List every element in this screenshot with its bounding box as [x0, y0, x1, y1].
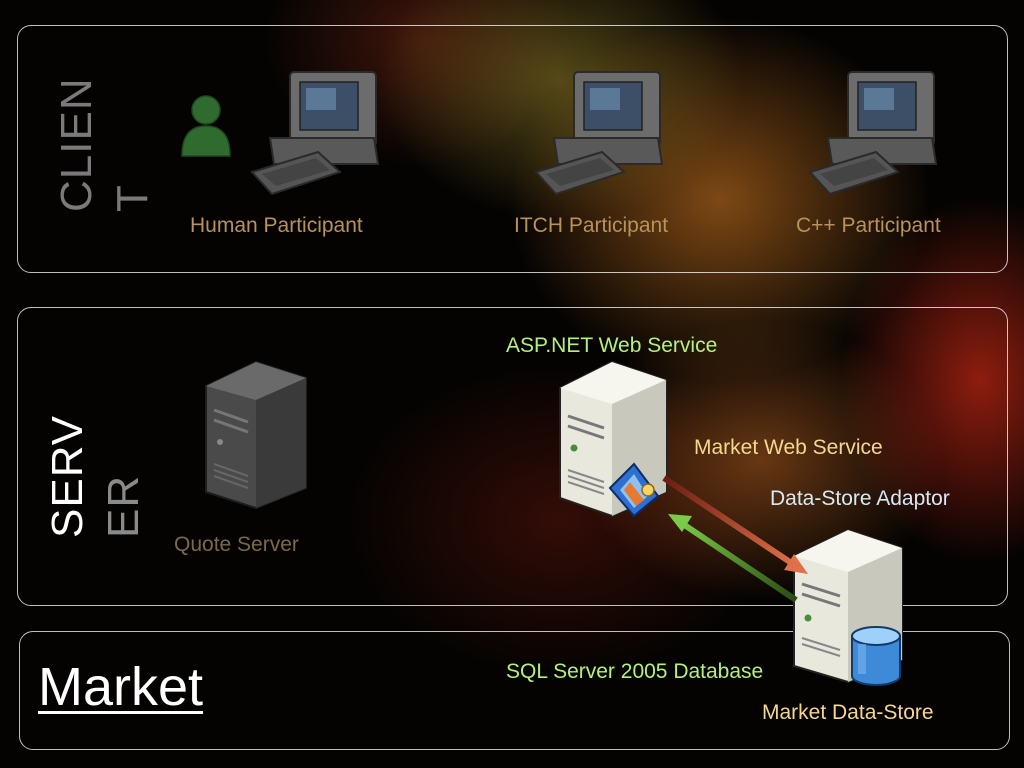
client-panel: [17, 25, 1008, 273]
participant-label-itch: ITCH Participant: [514, 214, 669, 237]
database-icon: [851, 626, 901, 686]
participant-label-cpp: C++ Participant: [796, 214, 941, 237]
server-tower-icon: [205, 360, 307, 510]
market-web-service-label: Market Web Service: [694, 436, 883, 459]
quote-server-label: Quote Server: [174, 533, 299, 556]
market-title: Market: [38, 657, 204, 717]
market-panel: [19, 631, 1010, 750]
sql-server-label: SQL Server 2005 Database: [506, 660, 764, 683]
market-data-store-label: Market Data-Store: [762, 701, 934, 724]
red-arrow: [662, 475, 808, 574]
server-panel: [17, 307, 1008, 606]
participant-label-human: Human Participant: [190, 214, 363, 237]
green-arrow: [668, 514, 798, 603]
computer-icon: [250, 71, 380, 196]
user-icon: [181, 95, 231, 157]
computer-icon: [808, 71, 938, 196]
aspnet-label: ASP.NET Web Service: [506, 334, 718, 357]
web-service-icon: [608, 462, 660, 518]
computer-icon: [534, 71, 664, 196]
data-store-adaptor-label: Data-Store Adaptor: [770, 487, 950, 510]
